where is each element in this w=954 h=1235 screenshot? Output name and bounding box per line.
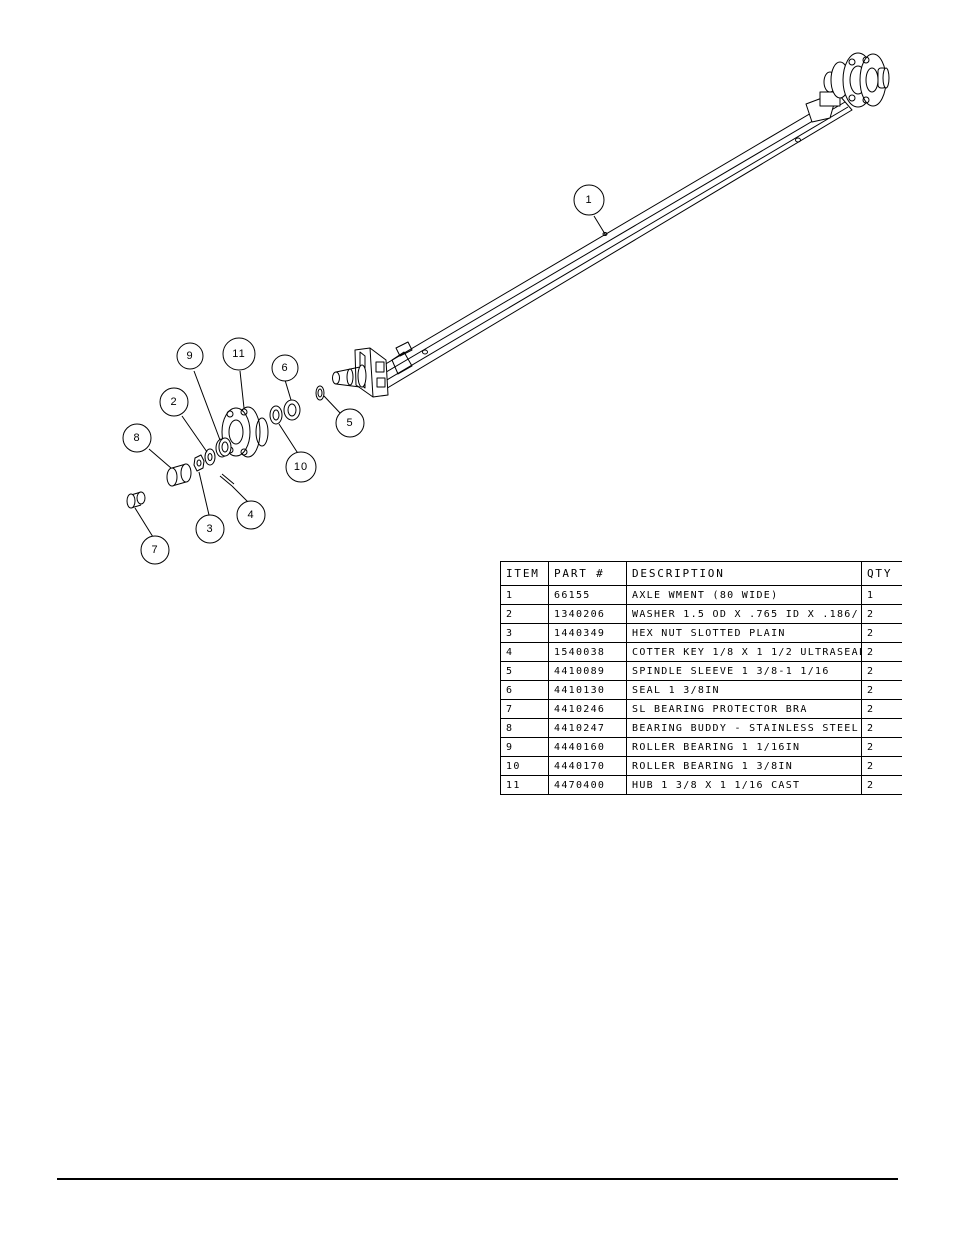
bom-cell-part: 4410130 [548,680,627,700]
table-row: 6 4410130 SEAL 1 3/8IN 2 [500,680,902,700]
table-row: 11 4470400 HUB 1 3/8 X 1 1/16 CAST 2 [500,775,902,795]
bom-cell-description: COTTER KEY 1/8 X 1 1/2 ULTRASEAL [626,642,862,662]
balloon-label-11: 11 [232,348,245,360]
bom-cell-item: 8 [500,718,549,738]
bom-cell-description: BEARING BUDDY - STAINLESS STEEL [626,718,862,738]
bom-cell-item: 7 [500,699,549,719]
balloon-label-3: 3 [206,523,213,535]
bom-header-row: ITEM PART # DESCRIPTION QTY [500,561,902,586]
bom-cell-part: 4470400 [548,775,627,795]
bom-cell-part: 66155 [548,585,627,605]
bom-cell-part: 4440160 [548,737,627,757]
balloon-5 [335,408,365,438]
bom-cell-item: 1 [500,585,549,605]
cotter-key [219,473,235,487]
bom-cell-description: ROLLER BEARING 1 1/16IN [626,737,862,757]
bom-cell-qty: 2 [861,718,902,738]
balloon-2 [159,387,189,417]
bom-cell-qty: 2 [861,661,902,681]
bom-cell-item: 2 [500,604,549,624]
bom-cell-description: WASHER 1.5 OD X .765 ID X .186/.206 [626,604,862,624]
bom-header-description: DESCRIPTION [626,561,862,586]
balloon-label-8: 8 [133,432,140,444]
spindle-sleeve [315,385,325,401]
bom-header-qty: QTY [861,561,902,586]
bom-cell-description: SL BEARING PROTECTOR BRA [626,699,862,719]
table-row: 10 4440170 ROLLER BEARING 1 3/8IN 2 [500,756,902,776]
balloon-10 [285,451,317,483]
bom-cell-qty: 2 [861,775,902,795]
balloon-label-10: 10 [294,461,308,473]
right-hub-assembly [805,52,890,123]
balloon-label-9: 9 [186,350,193,362]
bom-cell-item: 10 [500,756,549,776]
bom-cell-description: SPINDLE SLEEVE 1 3/8-1 1/16 [626,661,862,681]
hex-nut [193,454,205,472]
balloon-11 [222,337,256,371]
bom-cell-item: 9 [500,737,549,757]
bom-cell-part: 4410247 [548,718,627,738]
leader-lines [134,215,606,538]
balloon-4 [236,500,266,530]
table-row: 5 4410089 SPINDLE SLEEVE 1 3/8-1 1/16 2 [500,661,902,681]
table-row: 7 4410246 SL BEARING PROTECTOR BRA 2 [500,699,902,719]
bearing-protector [126,491,146,509]
bom-cell-item: 11 [500,775,549,795]
balloon-label-7: 7 [151,544,158,556]
bom-cell-part: 1440349 [548,623,627,643]
balloon-label-6: 6 [281,362,288,374]
table-row: 9 4440160 ROLLER BEARING 1 1/16IN 2 [500,737,902,757]
bom-cell-part: 4410089 [548,661,627,681]
balloon-7 [140,535,170,565]
bom-cell-description: ROLLER BEARING 1 3/8IN [626,756,862,776]
bom-cell-description: SEAL 1 3/8IN [626,680,862,700]
bill-of-materials-table: ITEM PART # DESCRIPTION QTY 1 66155 AXLE… [500,561,902,795]
bom-cell-description: AXLE WMENT (80 WIDE) [626,585,862,605]
roller-bearing-small [215,437,232,458]
bom-cell-part: 1340206 [548,604,627,624]
roller-bearing-large [269,405,283,425]
bom-cell-item: 3 [500,623,549,643]
bom-cell-item: 6 [500,680,549,700]
bom-cell-description: HEX NUT SLOTTED PLAIN [626,623,862,643]
balloon-label-5: 5 [346,417,353,429]
bom-cell-qty: 2 [861,642,902,662]
seal [283,399,301,421]
left-spindle [332,347,389,398]
bom-cell-part: 4440170 [548,756,627,776]
bom-header-part: PART # [548,561,627,586]
table-row: 4 1540038 COTTER KEY 1/8 X 1 1/2 ULTRASE… [500,642,902,662]
bom-cell-qty: 2 [861,623,902,643]
table-row: 1 66155 AXLE WMENT (80 WIDE) 1 [500,585,902,605]
exploded-axle-drawing: 1 2 3 4 5 6 7 8 9 10 11 [122,52,890,565]
bom-cell-qty: 2 [861,680,902,700]
item-balloons [122,184,605,565]
bom-cell-qty: 2 [861,604,902,624]
balloon-1 [573,184,605,216]
bom-cell-qty: 1 [861,585,902,605]
bom-cell-description: HUB 1 3/8 X 1 1/16 CAST [626,775,862,795]
balloon-label-2: 2 [170,396,177,408]
bom-cell-qty: 2 [861,737,902,757]
footer-rule [57,1178,898,1180]
table-row: 8 4410247 BEARING BUDDY - STAINLESS STEE… [500,718,902,738]
balloon-label-1: 1 [585,194,592,206]
axle-tube [371,95,853,391]
balloon-9 [176,342,204,370]
bom-header-item: ITEM [500,561,549,586]
balloon-8 [122,423,152,453]
bom-cell-item: 4 [500,642,549,662]
balloon-label-4: 4 [247,509,254,521]
bom-cell-part: 4410246 [548,699,627,719]
table-row: 2 1340206 WASHER 1.5 OD X .765 ID X .186… [500,604,902,624]
balloon-3 [195,514,225,544]
bom-cell-qty: 2 [861,699,902,719]
bom-cell-part: 1540038 [548,642,627,662]
table-row: 3 1440349 HEX NUT SLOTTED PLAIN 2 [500,623,902,643]
bearing-buddy [166,463,192,487]
balloon-6 [271,354,299,382]
washer [204,448,216,466]
bom-cell-item: 5 [500,661,549,681]
bom-cell-qty: 2 [861,756,902,776]
